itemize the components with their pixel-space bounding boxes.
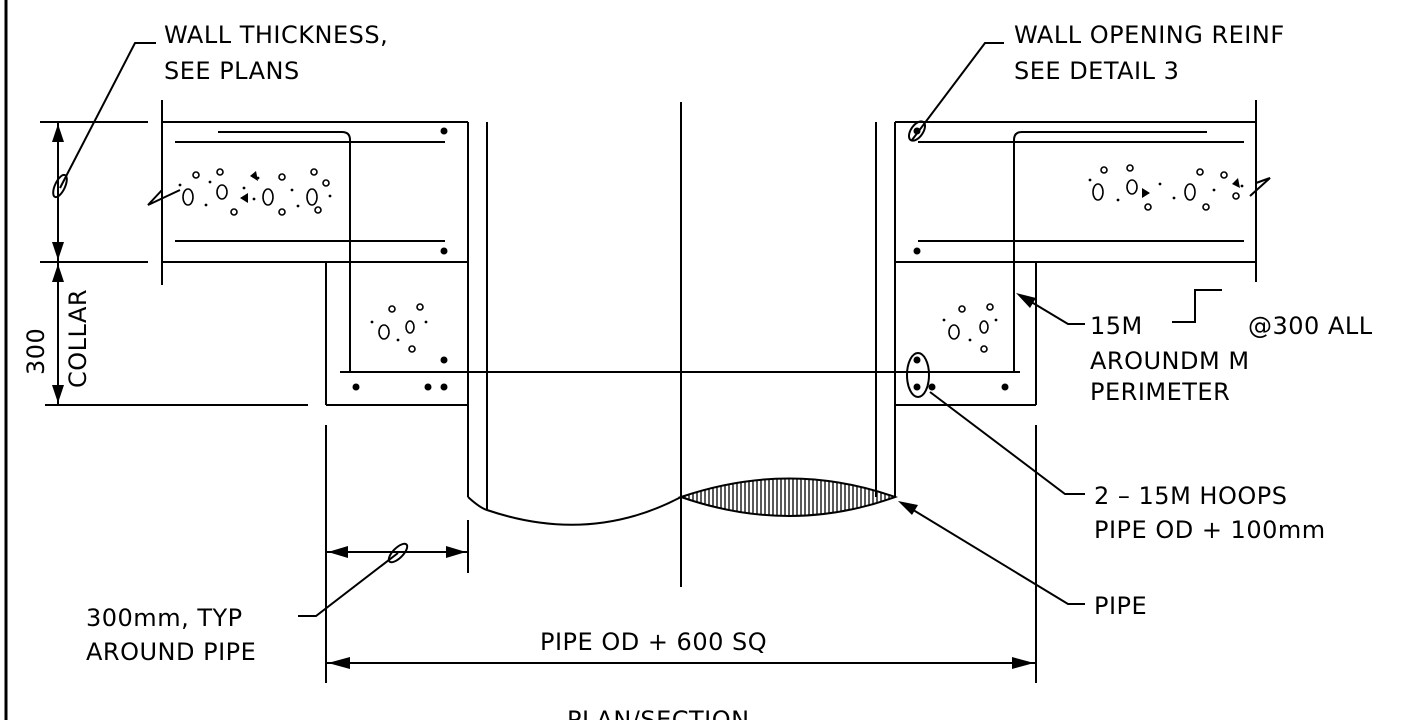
callout-15m-bar: 15M @300 ALL AROUNDM M PERIMETER — [1090, 312, 1373, 406]
callout-hoops: 2 – 15M HOOPS PIPE OD + 100mm — [1094, 482, 1326, 544]
pipe-cut-hatch — [677, 477, 898, 517]
callout-hoops-line2: PIPE OD + 100mm — [1094, 516, 1326, 544]
callout-pipe: PIPE — [1094, 592, 1147, 620]
callout-wall-opening-line1: WALL OPENING REINF — [1014, 21, 1285, 49]
callout-15m-line2: AROUNDM M — [1090, 347, 1250, 375]
left-collar — [45, 262, 1020, 406]
callout-wall-opening: WALL OPENING REINF SEE DETAIL 3 — [1014, 21, 1285, 85]
drawing-title: PLAN/SECTION — [567, 706, 750, 720]
right-collar — [895, 262, 1037, 406]
dim-overall: PIPE OD + 600 SQ — [540, 628, 767, 656]
right-wall — [895, 100, 1271, 372]
left-dimensions — [40, 121, 148, 405]
callout-wall-opening-line2: SEE DETAIL 3 — [1014, 57, 1179, 85]
callout-wall-thickness-line2: SEE PLANS — [164, 57, 300, 85]
dim-collar-label: COLLAR — [64, 289, 92, 388]
callout-wall-thickness: WALL THICKNESS, SEE PLANS — [164, 21, 388, 85]
dim-collar-depth: 300 — [22, 328, 50, 375]
callout-typ-line1: 300mm, TYP — [86, 604, 243, 632]
callout-typ-line2: AROUND PIPE — [86, 638, 256, 666]
callout-15m-size: 15M — [1090, 312, 1143, 340]
callout-15m-line3: PERIMETER — [1090, 378, 1230, 406]
bottom-dimensions — [325, 425, 1037, 683]
pipe — [467, 102, 898, 587]
callout-hoops-line1: 2 – 15M HOOPS — [1094, 482, 1287, 510]
left-wall — [147, 100, 468, 372]
leader-lines — [59, 42, 1222, 617]
callout-wall-thickness-line1: WALL THICKNESS, — [164, 21, 388, 49]
callout-15m-spacing: @300 ALL — [1248, 312, 1373, 340]
concrete-aggregate — [178, 164, 1244, 353]
callout-typ: 300mm, TYP AROUND PIPE — [86, 604, 256, 666]
